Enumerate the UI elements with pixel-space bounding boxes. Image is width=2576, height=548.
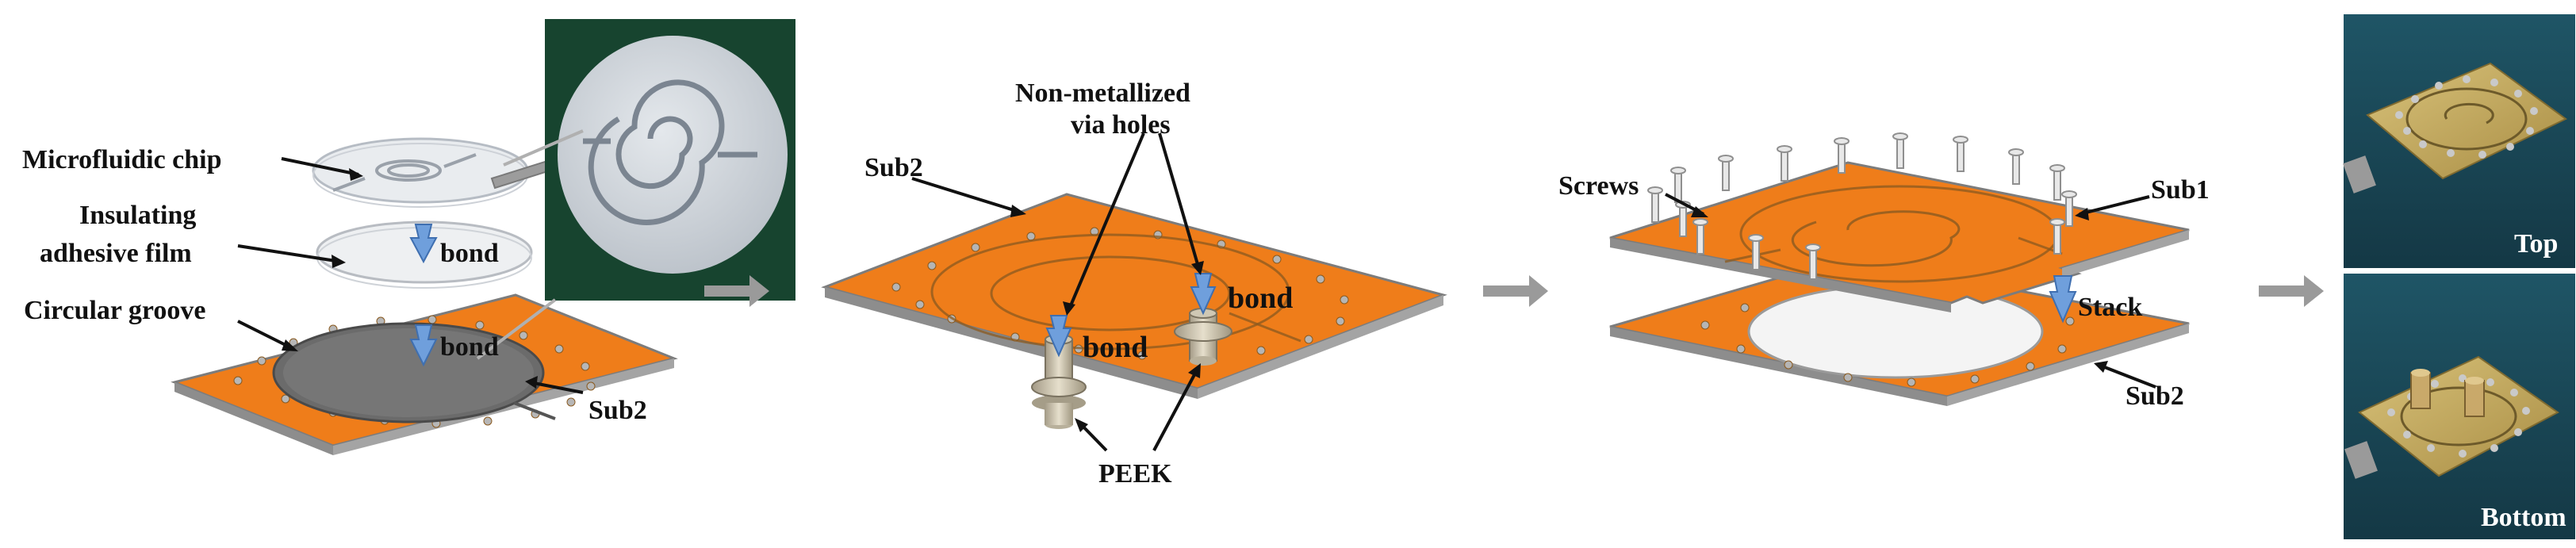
circular-groove-label: Circular groove (24, 296, 205, 325)
step2-substrate (821, 193, 1447, 399)
bottom-peek-right (2464, 377, 2485, 417)
microfluidic-chip (312, 137, 529, 208)
step3-upper-substrate (1609, 132, 2190, 312)
bond-arrow-icon (1045, 315, 1072, 358)
via-leader-left (1068, 132, 1145, 310)
microfluidic-chip-label: Microfluidic chip (22, 145, 222, 174)
photo-panel: Top Bottom (2343, 14, 2575, 539)
screws (1647, 132, 2077, 280)
chip-leader-line (281, 157, 359, 176)
bond-label-left: bond (1083, 331, 1148, 364)
bond-arrow-icon (2049, 275, 2077, 324)
peek-connector-right (1174, 308, 1232, 366)
screws-label: Screws (1558, 171, 1639, 201)
bond-label-right: bond (1228, 282, 1293, 315)
top-photo: Top (2343, 14, 2575, 268)
insulating-label: Insulating (79, 201, 196, 230)
bond-arrow-icon (1190, 273, 1217, 316)
bond-arrow-icon (409, 324, 438, 367)
step1-sub2-label: Sub2 (588, 396, 647, 425)
peek-label: PEEK (1098, 459, 1172, 489)
sub2-leader-line-1 (529, 381, 584, 394)
step1-substrate (171, 293, 678, 455)
peek-leader-right (1152, 368, 1199, 451)
step-arrow-icon (1483, 275, 1548, 307)
sub1-label: Sub1 (2151, 175, 2210, 205)
bond-label-upper: bond (440, 239, 499, 268)
via-leader-right (1158, 132, 1201, 270)
sub1-leader (2079, 195, 2150, 216)
step2-panel: Sub2 Non-metallized via holes bond bond … (821, 79, 1447, 489)
sub2-leader (2098, 363, 2156, 389)
top-photo-label: Top (2514, 229, 2558, 259)
step-arrow-icon (704, 275, 769, 307)
bond-arrow-icon (409, 224, 438, 264)
step3-panel: Screws Sub1 Stack Sub2 (1558, 132, 2210, 411)
via-label-line2: via holes (1071, 110, 1171, 140)
stack-label: Stack (2078, 293, 2142, 322)
via-label-line1: Non-metallized (1015, 79, 1190, 108)
film-leader-line (237, 244, 342, 263)
step2-sub2-leader (911, 177, 1022, 214)
chip-inset-photo (476, 19, 795, 360)
bottom-peek-left (2410, 369, 2431, 409)
step3-lower-substrate (1609, 256, 2190, 406)
bond-label-lower: bond (440, 332, 499, 362)
step2-sub2-label: Sub2 (864, 153, 923, 182)
bottom-photo: Bottom (2344, 274, 2575, 539)
bottom-photo-label: Bottom (2481, 503, 2566, 532)
adhesive-film-label: adhesive film (40, 239, 192, 268)
step1-panel: Microfluidic chip Insulating adhesive fi… (22, 19, 795, 455)
step-arrow-icon (2259, 275, 2324, 307)
step3-sub2-label: Sub2 (2126, 381, 2184, 411)
